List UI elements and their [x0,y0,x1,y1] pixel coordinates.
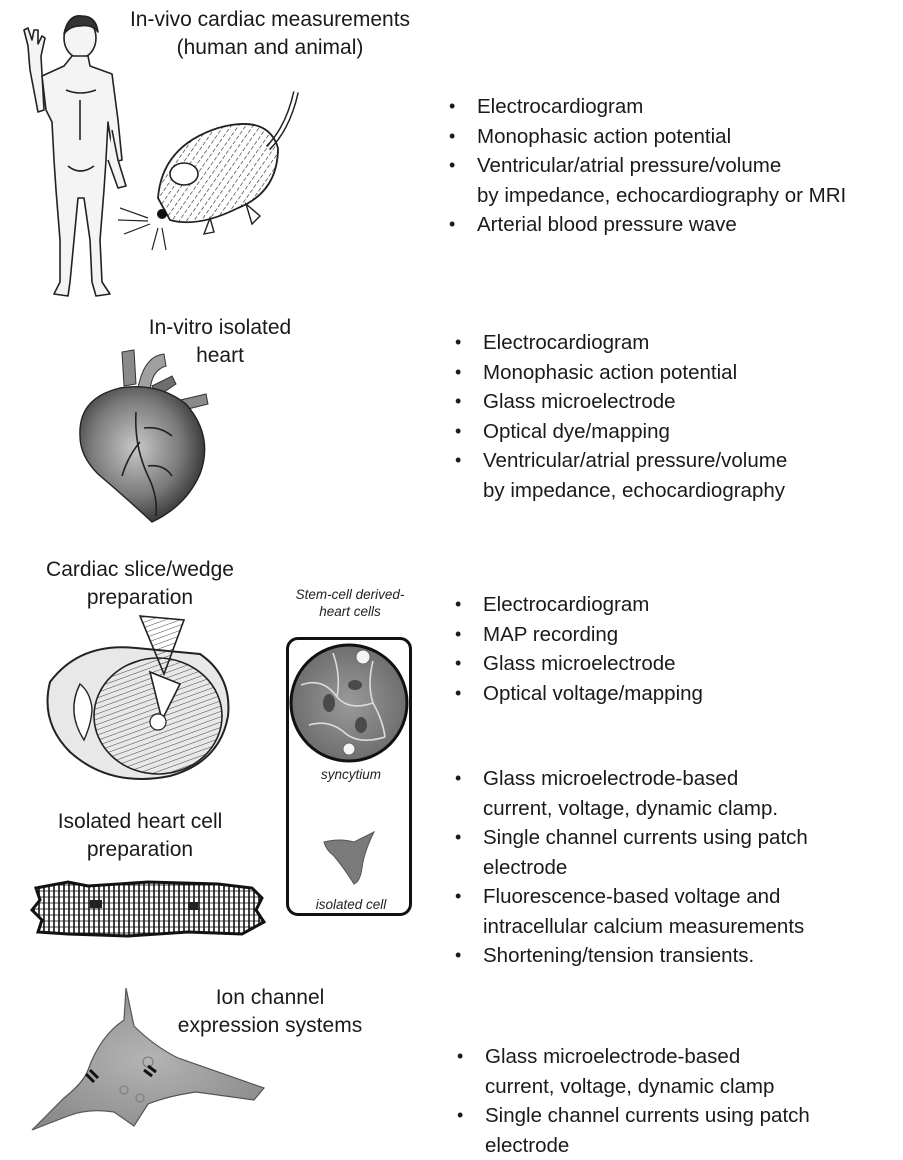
isolated-cell-title-line1: Isolated heart cell [20,808,260,836]
mouse-illustration [118,88,308,258]
item-text: Monophasic action potential [483,361,737,384]
list-item: Optical dye/mapping [453,417,787,447]
stem-cell-title-line1: Stem-cell derived- [270,586,430,603]
item-text-line2: current, voltage, dynamic clamp [485,1072,810,1102]
item-text: Single channel currents using patch [483,826,808,849]
item-text-line2: intracellular calcium measurements [483,912,808,942]
list-item: Glass microelectrode [453,649,703,679]
list-item: Ventricular/atrial pressure/volume by imp… [453,446,787,505]
list-item: Shortening/tension transients. [453,941,808,971]
item-text: Arterial blood pressure wave [477,213,737,236]
list-item: Monophasic action potential [447,122,846,152]
list-item: Electrocardiogram [447,92,846,122]
slice-title-line2: preparation [20,584,260,612]
item-text: Optical voltage/mapping [483,682,703,705]
item-text-line2: electrode [485,1131,810,1160]
item-text: Single channel currents using patch [485,1104,810,1127]
list-item: Single channel currents using patch elect… [453,823,808,882]
invivo-title-line1: In-vivo cardiac measurements [90,6,450,34]
stem-cell-title: Stem-cell derived- heart cells [270,586,430,620]
invitro-measurement-list: Electrocardiogram Monophasic action pote… [453,328,787,505]
isolated-cell-title-line2: preparation [20,836,260,864]
item-text: Optical dye/mapping [483,420,670,443]
item-text: Glass microelectrode-based [483,767,738,790]
item-text-line2: by impedance, echocardiography [483,476,787,506]
cardiac-slice-illustration [40,612,240,792]
item-text: Ventricular/atrial pressure/volume [477,154,781,177]
list-item: Glass microelectrode [453,387,787,417]
item-text: Electrocardiogram [483,593,649,616]
isolated-stem-cell-image [320,828,380,888]
list-item: Glass microelectrode-based current, volta… [453,764,808,823]
item-text: Shortening/tension transients. [483,944,754,967]
list-item: Optical voltage/mapping [453,679,703,709]
item-text: MAP recording [483,623,618,646]
list-item: Fluorescence-based voltage and intracellu… [453,882,808,941]
invitro-title-line1: In-vitro isolated [100,314,340,342]
item-text: Electrocardiogram [477,95,643,118]
expression-cell-illustration [28,986,268,1134]
item-text: Glass microelectrode [483,390,676,413]
item-text: Fluorescence-based voltage and [483,885,780,908]
item-text: Glass microelectrode [483,652,676,675]
list-item: Ventricular/atrial pressure/volume by imp… [447,151,846,210]
item-text: Monophasic action potential [477,125,731,148]
cardiomyocyte-illustration [28,876,268,940]
list-item: Electrocardiogram [453,590,703,620]
isolated-cell-title: Isolated heart cell preparation [20,808,260,864]
list-item: Monophasic action potential [453,358,787,388]
list-item: MAP recording [453,620,703,650]
syncytium-micrograph [289,641,409,765]
list-item: Electrocardiogram [453,328,787,358]
invivo-measurement-list: Electrocardiogram Monophasic action pote… [447,92,846,240]
stem-cell-title-line2: heart cells [270,603,430,620]
heart-illustration [68,346,218,526]
list-item: Single channel currents using patch elect… [455,1101,810,1160]
item-text-line2: electrode [483,853,808,883]
invivo-title-line2: (human and animal) [90,34,450,62]
item-text: Glass microelectrode-based [485,1045,740,1068]
syncytium-label: syncytium [296,766,406,783]
slice-title-line1: Cardiac slice/wedge [20,556,260,584]
item-text: Electrocardiogram [483,331,649,354]
item-text-line2: by impedance, echocardiography or MRI [477,181,846,211]
slice-title: Cardiac slice/wedge preparation [20,556,260,612]
item-text: Ventricular/atrial pressure/volume [483,449,787,472]
invivo-title: In-vivo cardiac measurements (human and … [90,6,450,62]
isolated-cell-measurement-list: Glass microelectrode-based current, volta… [453,764,808,971]
ion-channel-measurement-list: Glass microelectrode-based current, volta… [455,1042,810,1160]
list-item: Arterial blood pressure wave [447,210,846,240]
slice-measurement-list: Electrocardiogram MAP recording Glass mi… [453,590,703,708]
isolated-cell-label: isolated cell [296,896,406,913]
list-item: Glass microelectrode-based current, volta… [455,1042,810,1101]
item-text-line2: current, voltage, dynamic clamp. [483,794,808,824]
